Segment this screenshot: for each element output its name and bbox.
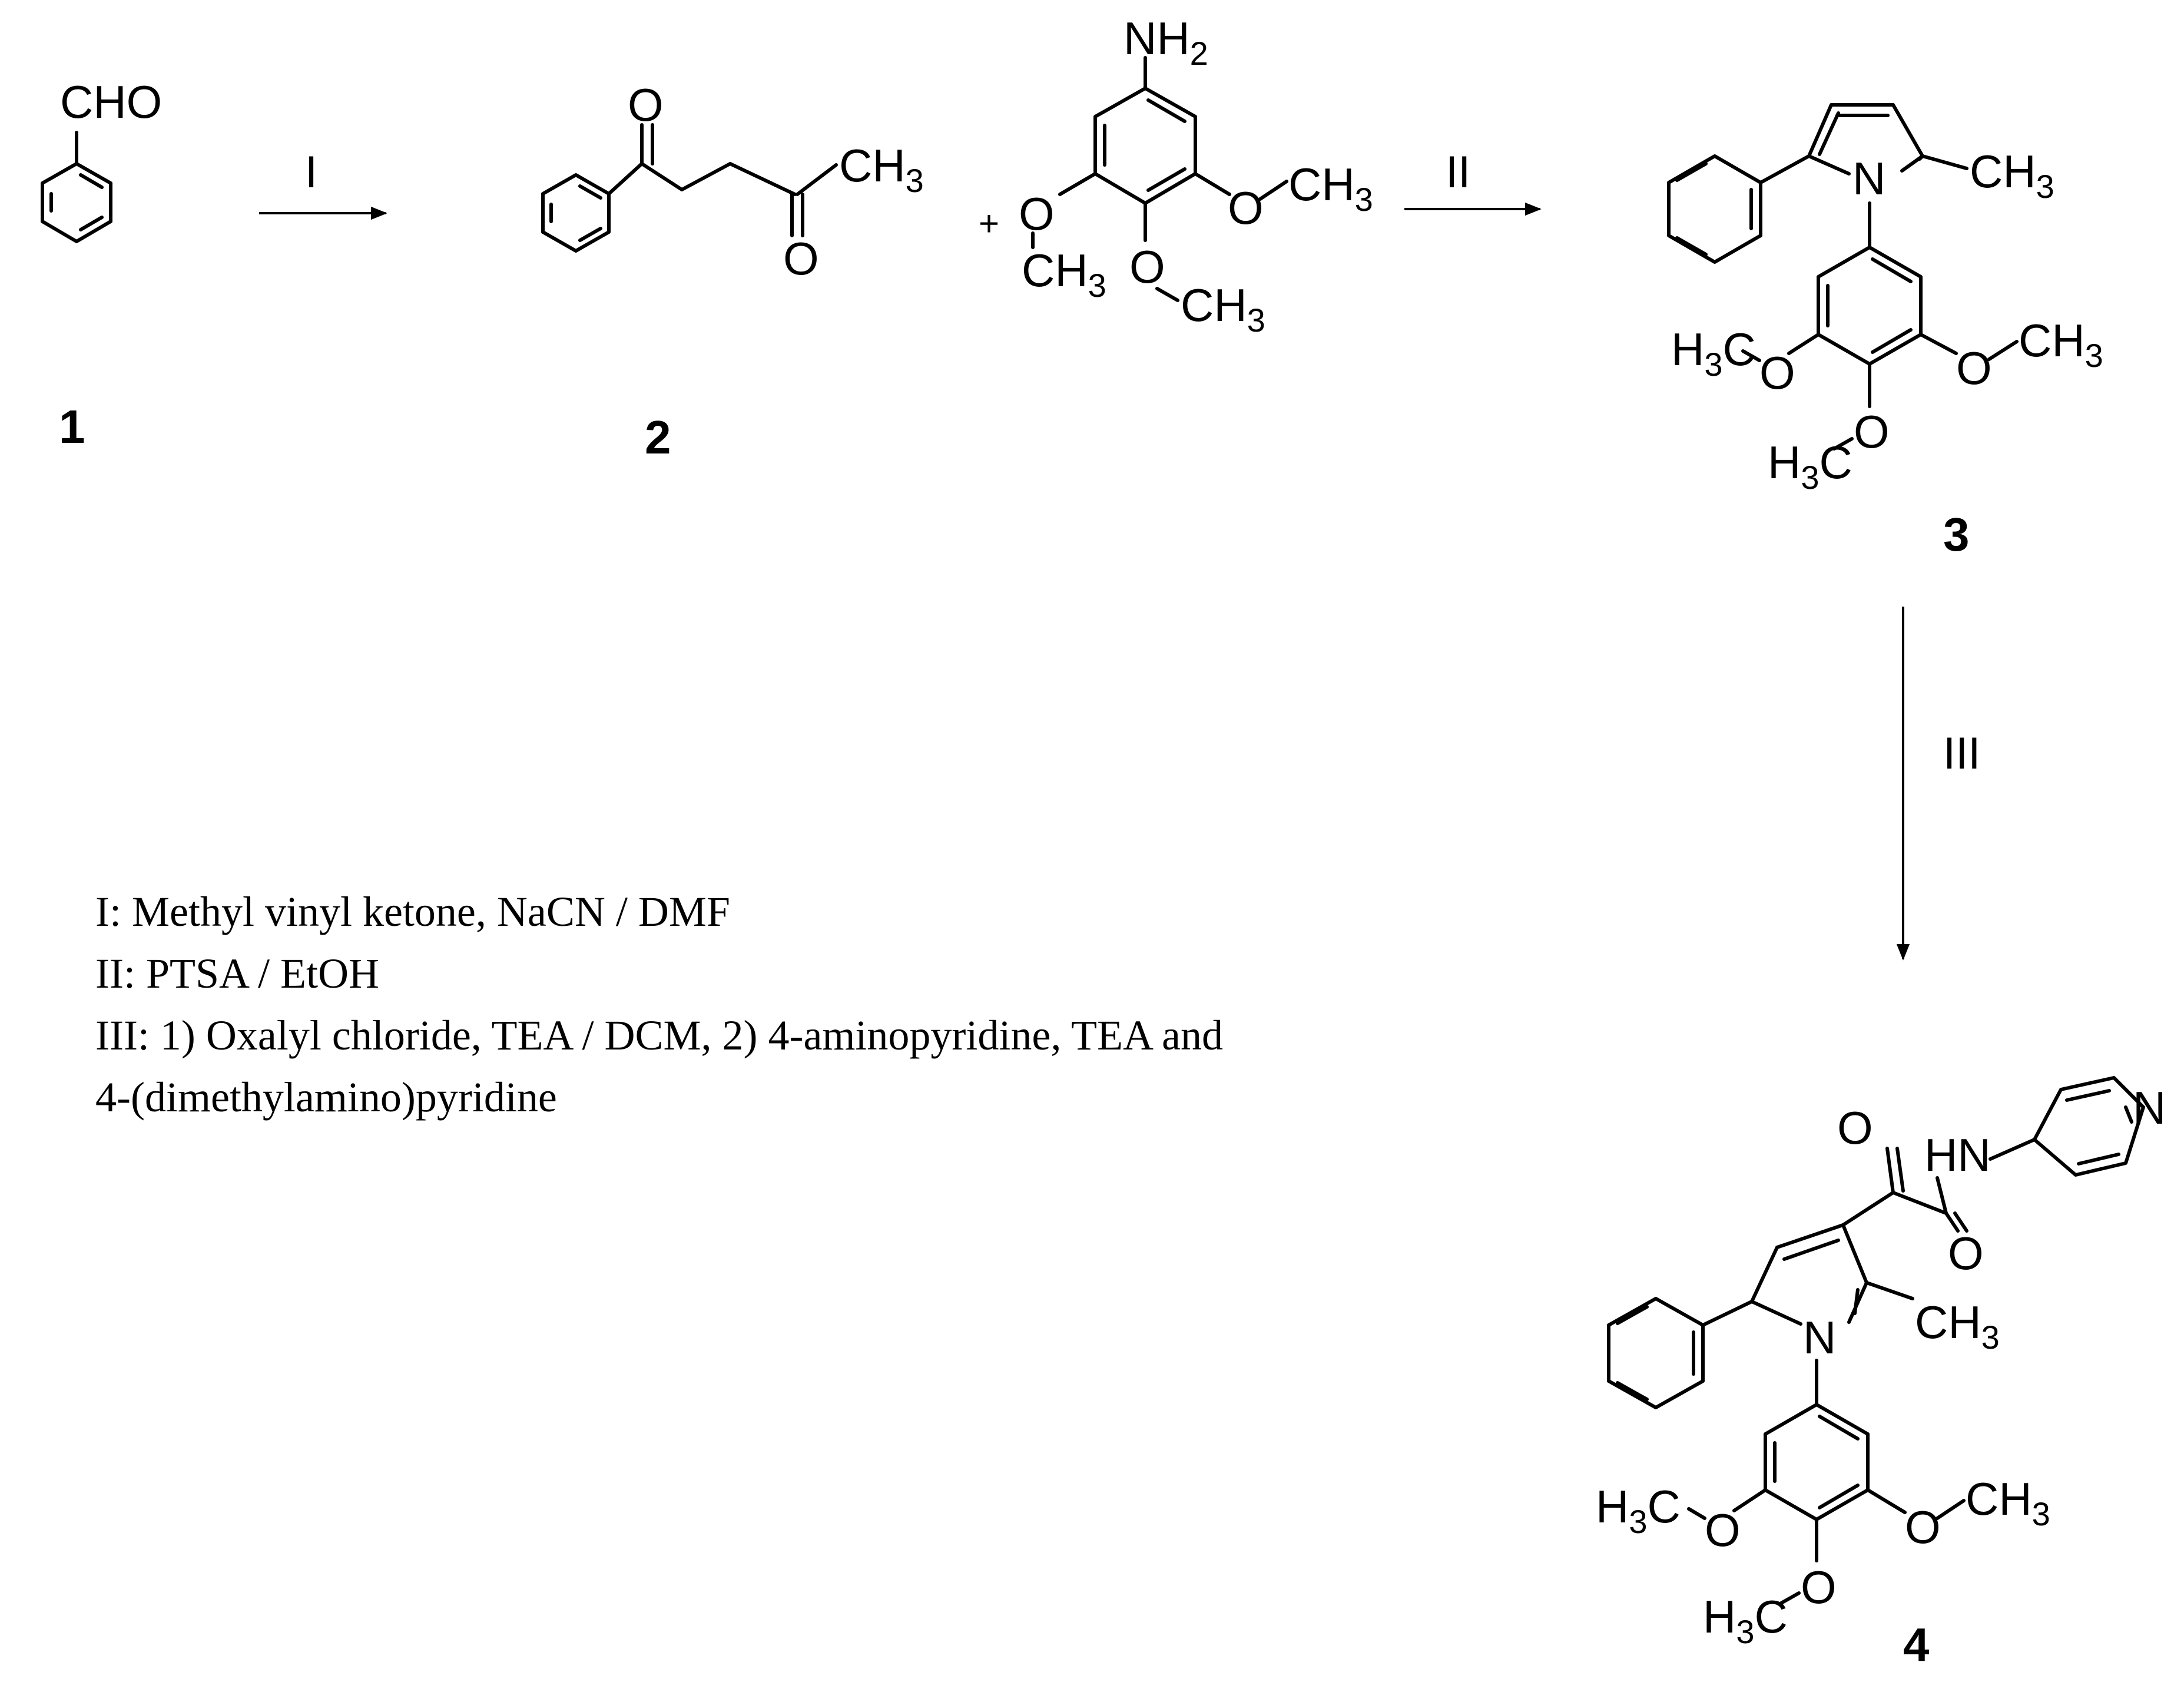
- compound-2-structure: O O CH3: [541, 79, 924, 284]
- svg-text:O: O: [1905, 1501, 1941, 1553]
- svg-text:O: O: [628, 79, 664, 131]
- reaction-conditions: I: Methyl vinyl ketone, NaCN / DMF II: P…: [95, 888, 1223, 1121]
- svg-text:H3C: H3C: [1596, 1481, 1681, 1540]
- svg-text:HN: HN: [1924, 1129, 1991, 1181]
- svg-text:CH3: CH3: [839, 140, 924, 199]
- svg-text:O: O: [1019, 188, 1055, 240]
- compound-label-1: 1: [59, 400, 85, 453]
- condition-line-4: 4-(dimethylamino)pyridine: [95, 1074, 557, 1121]
- svg-text:CH3: CH3: [1181, 279, 1265, 339]
- compound-3-structure: N CH3 O CH3 O H3C O H3C: [1667, 103, 2103, 496]
- trimethoxyaniline-structure: NH2 O CH3 O CH3 O CH3: [1019, 12, 1373, 339]
- svg-text:NH2: NH2: [1124, 12, 1208, 72]
- svg-text:N: N: [1852, 153, 1885, 204]
- svg-text:H3C: H3C: [1671, 323, 1756, 383]
- svg-text:O: O: [1956, 342, 1992, 394]
- svg-text:O: O: [1129, 241, 1165, 293]
- step-label-2: II: [1446, 147, 1470, 197]
- svg-text:CH3: CH3: [1022, 244, 1106, 304]
- condition-line-3: III: 1) Oxalyl chloride, TEA / DCM, 2) 4…: [95, 1012, 1223, 1059]
- svg-text:CHO: CHO: [60, 76, 162, 128]
- svg-text:CH3: CH3: [1970, 145, 2054, 205]
- svg-text:O: O: [1854, 406, 1890, 458]
- svg-text:O: O: [1948, 1227, 1984, 1279]
- compound-4-structure: N CH3 O O HN N O: [1596, 1076, 2166, 1650]
- step-label-3: III: [1943, 729, 1980, 779]
- step-label-1: I: [305, 147, 317, 197]
- svg-text:N: N: [1803, 1312, 1836, 1363]
- svg-text:N: N: [2133, 1082, 2166, 1134]
- svg-text:CH3: CH3: [1966, 1473, 2050, 1532]
- svg-text:CH3: CH3: [1915, 1296, 2000, 1356]
- condition-line-2: II: PTSA / EtOH: [95, 950, 379, 997]
- svg-text:O: O: [1801, 1561, 1837, 1613]
- svg-text:O: O: [1837, 1102, 1873, 1154]
- svg-text:O: O: [1705, 1504, 1741, 1556]
- svg-text:O: O: [783, 233, 819, 284]
- compound-label-3: 3: [1943, 508, 1970, 561]
- compound-1-structure: CHO: [41, 76, 162, 243]
- plus-sign: +: [979, 204, 999, 243]
- condition-line-1: I: Methyl vinyl ketone, NaCN / DMF: [95, 888, 730, 935]
- svg-text:H3C: H3C: [1768, 436, 1852, 496]
- svg-text:CH3: CH3: [1288, 158, 1373, 218]
- svg-text:O: O: [1228, 182, 1264, 234]
- compound-label-2: 2: [645, 411, 671, 463]
- svg-text:H3C: H3C: [1703, 1591, 1788, 1650]
- compound-label-4: 4: [1903, 1618, 1930, 1671]
- svg-text:CH3: CH3: [2019, 314, 2103, 374]
- svg-text:O: O: [1759, 347, 1795, 399]
